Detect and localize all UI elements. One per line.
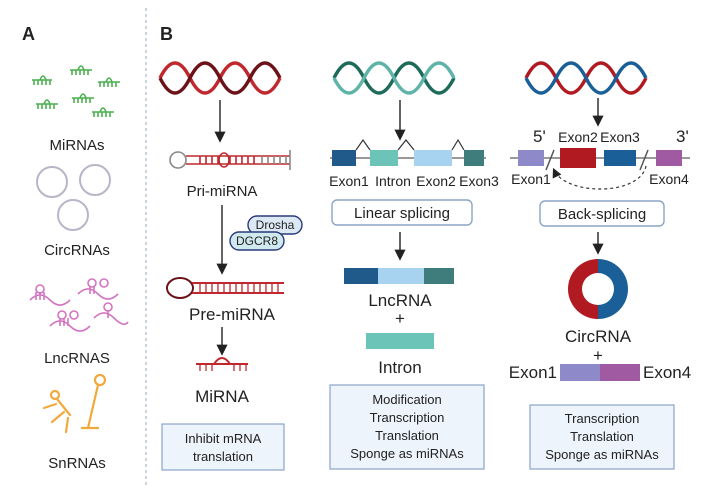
pre-mirna-icon — [166, 277, 284, 299]
lnc-intron-label: Intron — [375, 173, 411, 189]
circ-exon4-label: Exon4 — [649, 171, 689, 187]
pre-mirna-label: Pre-miRNA — [189, 305, 276, 324]
lnc-function-line-3: Translation — [375, 428, 439, 443]
mirna-function-line-2: translation — [193, 449, 253, 464]
snrna-cluster-icon — [42, 373, 107, 434]
exon1-exon4-product-bar — [560, 364, 640, 381]
circ-exon2-label: Exon2 — [558, 129, 598, 145]
panel-a-circrnas-label: CircRNAs — [44, 242, 110, 259]
lnc-exon1-label: Exon1 — [329, 173, 369, 189]
lnc-exon3-label: Exon3 — [459, 173, 499, 189]
pri-mirna-label: Pri-miRNA — [187, 183, 258, 200]
lncrna-function-box: Modification Transcription Translation S… — [329, 384, 485, 470]
mirna-label: MiRNA — [195, 387, 249, 406]
circ-function-line-3: Sponge as miRNAs — [545, 447, 659, 462]
circrna-gene-structure — [510, 148, 690, 190]
circ-byproduct-exon4-label: Exon4 — [643, 363, 691, 382]
lnc-exon2-label: Exon2 — [416, 173, 456, 189]
lncrna-cluster-icon — [29, 278, 129, 332]
mirna-function-box: Inhibit mRNA translation — [161, 423, 285, 471]
linear-splicing-label: Linear splicing — [354, 205, 450, 222]
lnc-function-line-1: Modification — [372, 392, 441, 407]
panel-a-snrnas-label: SnRNAs — [48, 455, 106, 472]
linear-splicing-box: Linear splicing — [331, 199, 473, 226]
back-splicing-box: Back-splicing — [539, 200, 665, 227]
circ-exon1-label: Exon1 — [511, 171, 551, 187]
three-prime-label: 3' — [676, 127, 689, 146]
back-splicing-label: Back-splicing — [558, 206, 646, 223]
lnc-function-line-4: Sponge as miRNAs — [350, 446, 464, 461]
intron-product-bar — [366, 333, 434, 349]
dna-helix-lncrna — [332, 61, 456, 95]
circ-function-line-1: Transcription — [565, 411, 640, 426]
pri-mirna-icon — [169, 150, 291, 170]
panel-b-label: B — [160, 24, 173, 44]
dgcr8-label: DGCR8 — [236, 234, 278, 248]
circ-function-line-2: Translation — [570, 429, 634, 444]
panel-a-lncrnas-label: LncRNAS — [44, 350, 110, 367]
intron-label: Intron — [378, 358, 421, 377]
lnc-function-line-2: Transcription — [370, 410, 445, 425]
panel-a-label: A — [22, 24, 35, 44]
mirna-function-line-1: Inhibit mRNA — [185, 431, 262, 446]
drosha-dgcr8-complex: Drosha DGCR8 — [229, 215, 303, 251]
circrna-function-box: Transcription Translation Sponge as miRN… — [529, 404, 675, 470]
lncrna-label: LncRNA — [368, 291, 432, 310]
five-prime-label: 5' — [533, 127, 546, 146]
circ-plus-sign: + — [593, 346, 603, 365]
circrna-cluster-icon — [36, 164, 111, 231]
mirna-cluster-icon — [32, 65, 120, 117]
circ-exon3-label: Exon3 — [600, 129, 640, 145]
dna-helix-circrna — [524, 61, 648, 95]
lncrna-product-bar — [344, 268, 454, 284]
drosha-label: Drosha — [256, 218, 295, 232]
circ-byproduct-exon1-label: Exon1 — [509, 363, 557, 382]
circrna-ring-icon — [568, 259, 628, 319]
mature-mirna-icon — [196, 357, 248, 371]
circrna-label: CircRNA — [565, 327, 632, 346]
lncrna-gene-structure — [330, 138, 486, 166]
lnc-plus-sign: + — [395, 309, 405, 328]
panel-a-mirnas-label: MiRNAs — [50, 137, 105, 154]
dna-helix-mirna — [158, 61, 282, 95]
